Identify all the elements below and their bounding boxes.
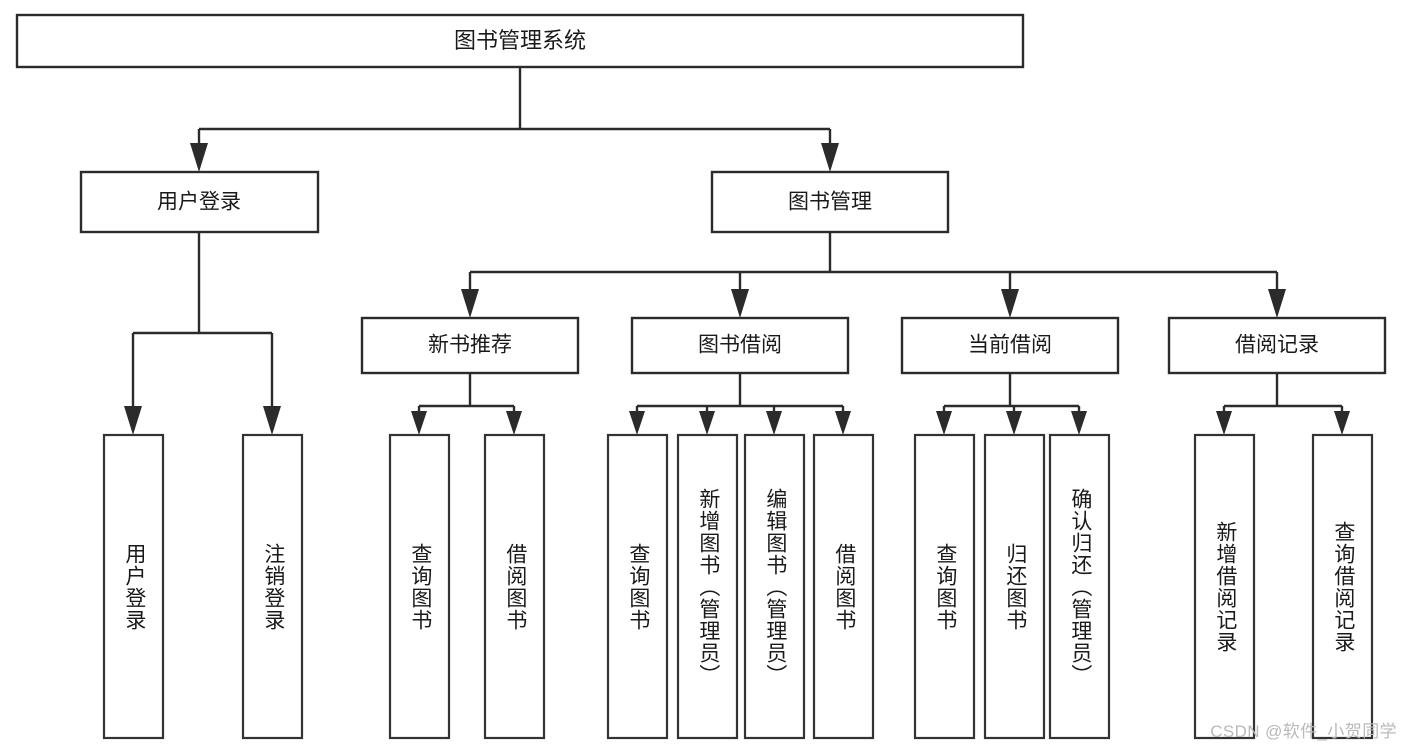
- node-leaf-borrow-book-2-rect[interactable]: [812, 433, 875, 740]
- arrow-head-book-mgmt: [821, 143, 839, 172]
- arrow-head-current-borrow: [1001, 289, 1019, 318]
- arrow-head-leaf-logout-login: [263, 406, 281, 435]
- node-borrow-record[interactable]: 借阅记录: [1167, 316, 1387, 375]
- connector-group-borrow-record: [1216, 373, 1350, 435]
- node-leaf-add-book-rect[interactable]: [676, 433, 739, 740]
- arrow-head-leaf-add-borrow-record: [1216, 411, 1232, 435]
- arrow-head-leaf-edit-book: [766, 411, 782, 435]
- arrow-head-leaf-query-book-3: [936, 411, 952, 435]
- node-title-rect[interactable]: [15, 13, 1025, 69]
- arrow-head-book-borrow: [731, 289, 749, 318]
- node-current-borrow[interactable]: 当前借阅: [900, 316, 1120, 375]
- node-leaf-add-borrow-record-rect[interactable]: [1193, 433, 1256, 740]
- node-leaf-query-book-1-rect[interactable]: [388, 433, 451, 740]
- node-book-borrow-label: 图书借阅: [698, 334, 782, 357]
- node-leaf-query-book-3-rect[interactable]: [913, 433, 976, 740]
- connector-group-new-book-recommend: [411, 373, 522, 435]
- node-title[interactable]: 图书管理系统: [15, 13, 1025, 69]
- node-new-book-recommend[interactable]: 新书推荐: [360, 316, 580, 375]
- node-new-book-recommend-rect[interactable]: [360, 316, 580, 375]
- node-borrow-record-rect[interactable]: [1167, 316, 1387, 375]
- node-leaf-edit-book-rect[interactable]: [743, 433, 806, 740]
- node-leaf-user-login-rect[interactable]: [102, 433, 165, 740]
- node-book-management-label: 图书管理: [788, 191, 872, 214]
- connector-group-user-login: [124, 232, 281, 435]
- connector-group-current-borrow: [936, 373, 1087, 435]
- node-leaf-borrow-book-1-rect[interactable]: [483, 433, 546, 740]
- node-current-borrow-rect[interactable]: [900, 316, 1120, 375]
- arrow-head-leaf-borrow-book-1: [506, 411, 522, 435]
- node-book-borrow[interactable]: 图书借阅: [630, 316, 850, 375]
- arrow-head-leaf-confirm-return: [1071, 411, 1087, 435]
- node-leaf-return-book-rect[interactable]: [983, 433, 1046, 740]
- arrow-head-leaf-query-borrow-record: [1334, 411, 1350, 435]
- node-current-borrow-label: 当前借阅: [968, 334, 1052, 357]
- arrow-head-leaf-return-book: [1006, 411, 1022, 435]
- node-leaf-logout-login-rect[interactable]: [241, 433, 304, 740]
- connector-group-root: [190, 67, 839, 172]
- arrow-head-leaf-add-book: [699, 411, 715, 435]
- arrow-head-leaf-query-book-2: [629, 411, 645, 435]
- node-user-login[interactable]: 用户登录: [79, 170, 320, 234]
- node-user-login-label: 用户登录: [157, 191, 241, 214]
- node-leaf-query-borrow-record-rect[interactable]: [1311, 433, 1374, 740]
- node-user-login-rect[interactable]: [79, 170, 320, 234]
- arrow-head-leaf-user-login: [124, 406, 142, 435]
- node-new-book-recommend-label: 新书推荐: [428, 334, 512, 357]
- node-book-management[interactable]: 图书管理: [710, 170, 950, 234]
- arrow-head-borrow-record: [1268, 289, 1286, 318]
- arrow-head-leaf-borrow-book-2: [835, 411, 851, 435]
- node-title-label: 图书管理系统: [454, 28, 586, 53]
- node-leaf-confirm-return-rect[interactable]: [1048, 433, 1111, 740]
- arrow-head-leaf-query-book-1: [411, 411, 427, 435]
- node-borrow-record-label: 借阅记录: [1235, 334, 1319, 357]
- watermark-text: CSDN @软件_小贺同学: [1210, 722, 1397, 741]
- node-book-borrow-rect[interactable]: [630, 316, 850, 375]
- node-book-management-rect[interactable]: [710, 170, 950, 234]
- node-leaf-query-book-2-rect[interactable]: [606, 433, 669, 740]
- connector-group-book-mgmt: [461, 232, 1286, 318]
- arrow-head-user-login: [190, 143, 208, 172]
- arrow-head-new-book-recommend: [461, 289, 479, 318]
- connector-group-book-borrow: [629, 373, 851, 435]
